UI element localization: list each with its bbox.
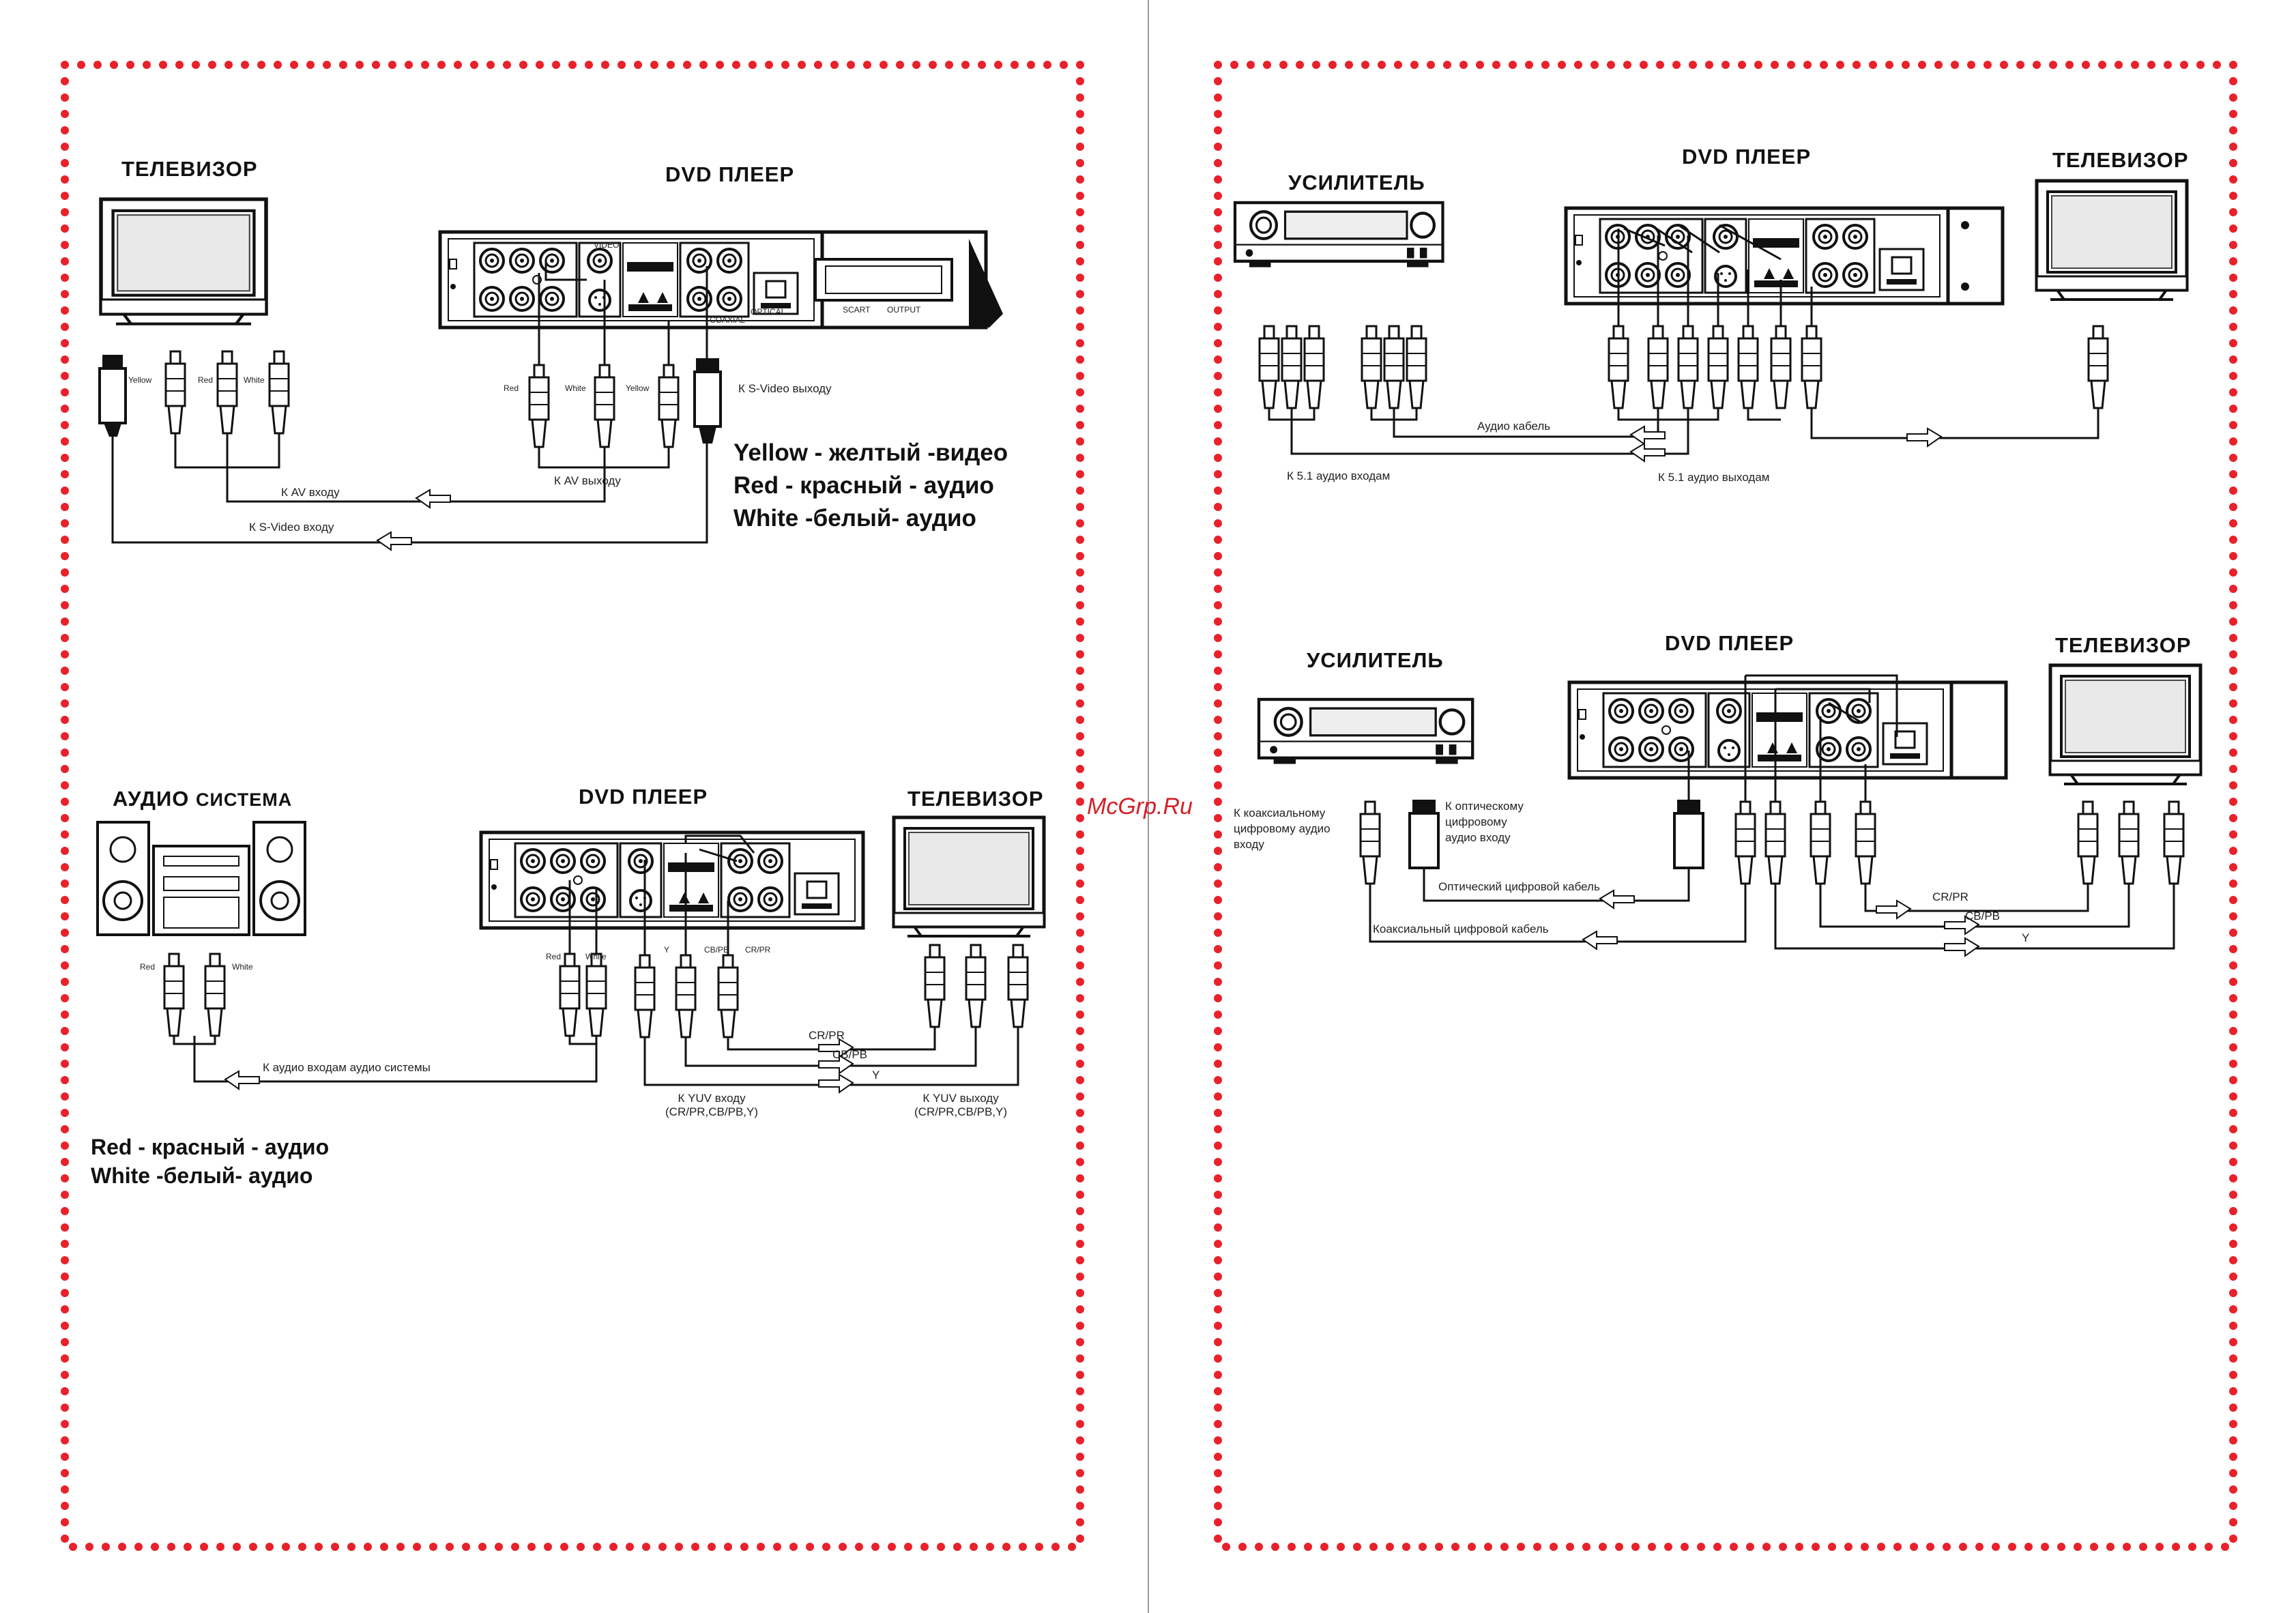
- d2-line-y: Y: [872, 1069, 880, 1081]
- diagram4-arrows: [1582, 889, 1980, 957]
- d1-optical-label: OPTICAL: [751, 307, 786, 317]
- d1-s-video-in: К S-Video входу: [249, 521, 334, 534]
- d2-yuv-out: К YUV выходу (CR/PR,CB/PB,Y): [914, 1092, 1008, 1118]
- d1-output-label: OUTPUT: [887, 305, 921, 315]
- d1-plug-yellow: Yellow: [128, 375, 152, 385]
- d3-outputs-51: К 5.1 аудио выходам: [1658, 471, 1770, 484]
- d1-s-video-out: К S-Video выходу: [738, 382, 832, 395]
- diagram1-arrows: [376, 489, 451, 551]
- d2-dvd-title: DVD ПЛЕЕР: [579, 785, 708, 809]
- diagram3-plugs: [1258, 325, 2109, 409]
- d1-tv-title: ТЕЛЕВИЗОР: [121, 157, 258, 181]
- diagram2-audio-system: [96, 821, 306, 936]
- d4-line-y: Y: [2022, 931, 2030, 944]
- d2-legend-row: White -белый- аудио: [91, 1163, 313, 1188]
- d1-dvd-title: DVD ПЛЕЕР: [665, 162, 795, 186]
- right-page-border: [1214, 61, 2237, 1551]
- d1-dvd-plug-white: White: [565, 383, 586, 393]
- d4-coax-in: К коаксиальному цифровому аудио входу: [1234, 806, 1331, 851]
- d1-legend-row: Red - красный - аудио: [733, 472, 994, 499]
- d3-inputs-51: К 5.1 аудио входам: [1287, 469, 1391, 482]
- d4-dvd-title: DVD ПЛЕЕР: [1665, 631, 1794, 655]
- d1-dvd-plug-yellow: Yellow: [626, 383, 650, 393]
- d3-tv-title: ТЕЛЕВИЗОР: [2052, 148, 2189, 172]
- d2-legend-row: Red - красный - аудио: [91, 1135, 330, 1159]
- d4-tv-title: ТЕЛЕВИЗОР: [2055, 633, 2192, 657]
- d3-amp-title: УСИЛИТЕЛЬ: [1288, 171, 1425, 194]
- d3-audio-cable: Аудио кабель: [1477, 420, 1551, 433]
- diagram3-tv: [2037, 181, 2187, 300]
- d2-to-audio-inputs: К аудио входам аудио системы: [263, 1061, 431, 1074]
- d3-dvd-title: DVD ПЛЕЕР: [1682, 145, 1812, 169]
- d4-optical-cable: Оптический цифровой кабель: [1438, 880, 1600, 893]
- d2-tv-title: ТЕЛЕВИЗОР: [907, 787, 1044, 811]
- d2-dvd-plug-white: White: [585, 952, 607, 961]
- diagram2-arrows: [224, 1038, 854, 1094]
- d1-scart-label: SCART: [843, 305, 871, 315]
- diagram4-tv: [2050, 665, 2200, 784]
- d4-line-crpr: CR/PR: [1932, 890, 1968, 903]
- d4-coax-cable: Коаксиальный цифровой кабель: [1373, 922, 1549, 935]
- diagram1-dvd-player: [440, 230, 1003, 330]
- diagram1-tv: [101, 199, 266, 324]
- d2-plug-red: Red: [140, 962, 156, 972]
- diagram2-dvd-player: [481, 832, 863, 928]
- d1-dvd-plug-red: Red: [504, 383, 519, 393]
- diagram1-tv-plugs: [98, 350, 290, 437]
- d2-line-cbpb: CB/PB: [832, 1048, 868, 1061]
- d2-audio-title: АУДИО СИСТЕМА: [113, 787, 293, 811]
- diagram3-cables: [1268, 224, 2099, 455]
- d2-cbpb-label: CB/PB: [704, 945, 729, 955]
- diagram3-dvd-player: [1566, 206, 2005, 306]
- d1-av-in: К AV входу: [281, 486, 340, 499]
- diagram4-amplifier: [1259, 699, 1472, 764]
- d2-yuv-in: К YUV входу (CR/PR,CB/PB,Y): [665, 1092, 759, 1118]
- left-page-border: [61, 61, 1084, 1551]
- diagram1-dvd-plugs: [528, 358, 722, 448]
- d2-y-label: Y: [664, 945, 670, 955]
- d1-coaxial-label: COAXIAL: [710, 315, 746, 325]
- d1-plug-white: White: [244, 375, 265, 385]
- d2-dvd-plug-red: Red: [546, 952, 562, 961]
- d4-amp-title: УСИЛИТЕЛЬ: [1307, 648, 1444, 672]
- diagram4-dvd-player: [1569, 680, 2008, 780]
- d1-legend-row: Yellow - желтый -видео: [733, 439, 1008, 466]
- diagram3-amplifier: [1235, 203, 1443, 267]
- d1-legend-row: White -белый- аудио: [733, 505, 976, 532]
- d1-plug-red: Red: [198, 375, 214, 385]
- d2-legend: Red - красный - аудио White -белый- ауди…: [91, 1133, 329, 1190]
- d1-video-label: VIDEO: [594, 240, 620, 250]
- d1-av-out: К AV выходу: [554, 474, 621, 487]
- diagram3-arrows: [1629, 425, 1943, 463]
- d4-optical-in: К оптическому цифровому аудио входу: [1445, 800, 1524, 844]
- d2-line-crpr: CR/PR: [809, 1029, 845, 1042]
- d2-plug-white: White: [232, 962, 253, 972]
- d1-legend: Yellow - желтый -видео Red - красный - а…: [733, 437, 1008, 535]
- d4-line-cbpb: CB/PB: [1965, 910, 2001, 922]
- d2-crpr-label: CR/PR: [745, 945, 771, 955]
- diagram2-tv: [894, 817, 1044, 936]
- diagram4-plugs: [1359, 800, 2185, 885]
- watermark: McGrp.Ru: [1087, 794, 1193, 819]
